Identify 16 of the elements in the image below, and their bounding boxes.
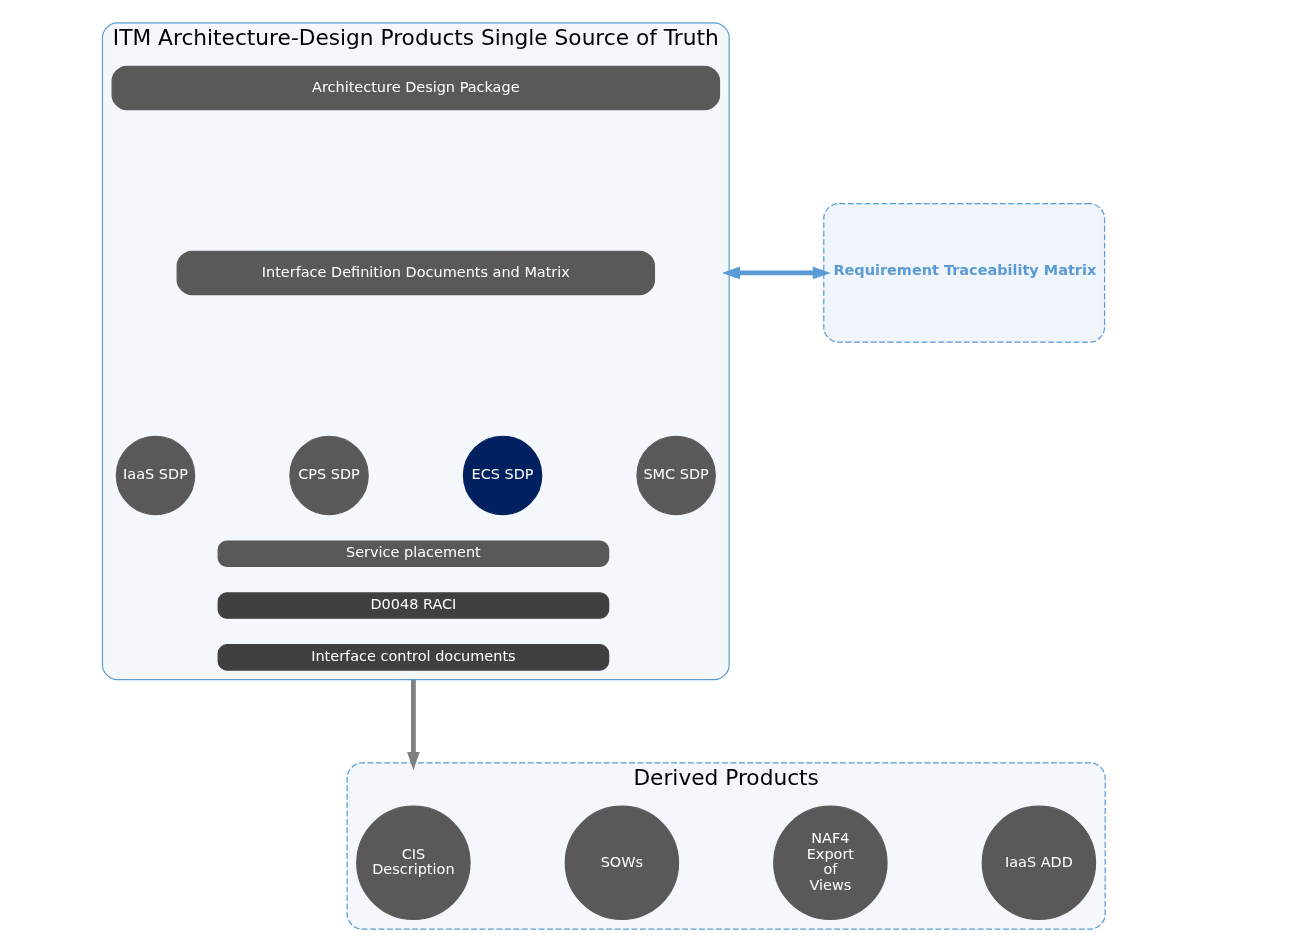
node-circle: SMC SDP <box>636 435 716 516</box>
node-box: Interface control documents <box>217 644 610 671</box>
node-box: D0048 RACI <box>217 592 610 619</box>
node-circle: NAF4 Export of Views <box>773 805 888 921</box>
arrow <box>407 679 420 771</box>
node-circle: CIS Description <box>356 805 471 921</box>
node-box: Interface Definition Documents and Matrix <box>176 250 656 296</box>
node-circle: SOWs <box>564 805 680 921</box>
node-box: Architecture Design Package <box>111 65 721 111</box>
node-circle: CPS SDP <box>289 435 369 516</box>
node-circle: IaaS ADD <box>981 805 1097 921</box>
arrow <box>721 266 831 280</box>
node-circle: ECS SDP <box>462 435 543 516</box>
node-box: Requirement Traceability Matrix <box>823 203 1106 343</box>
node-circle: IaaS SDP <box>115 435 196 516</box>
node-box: Service placement <box>217 540 610 567</box>
